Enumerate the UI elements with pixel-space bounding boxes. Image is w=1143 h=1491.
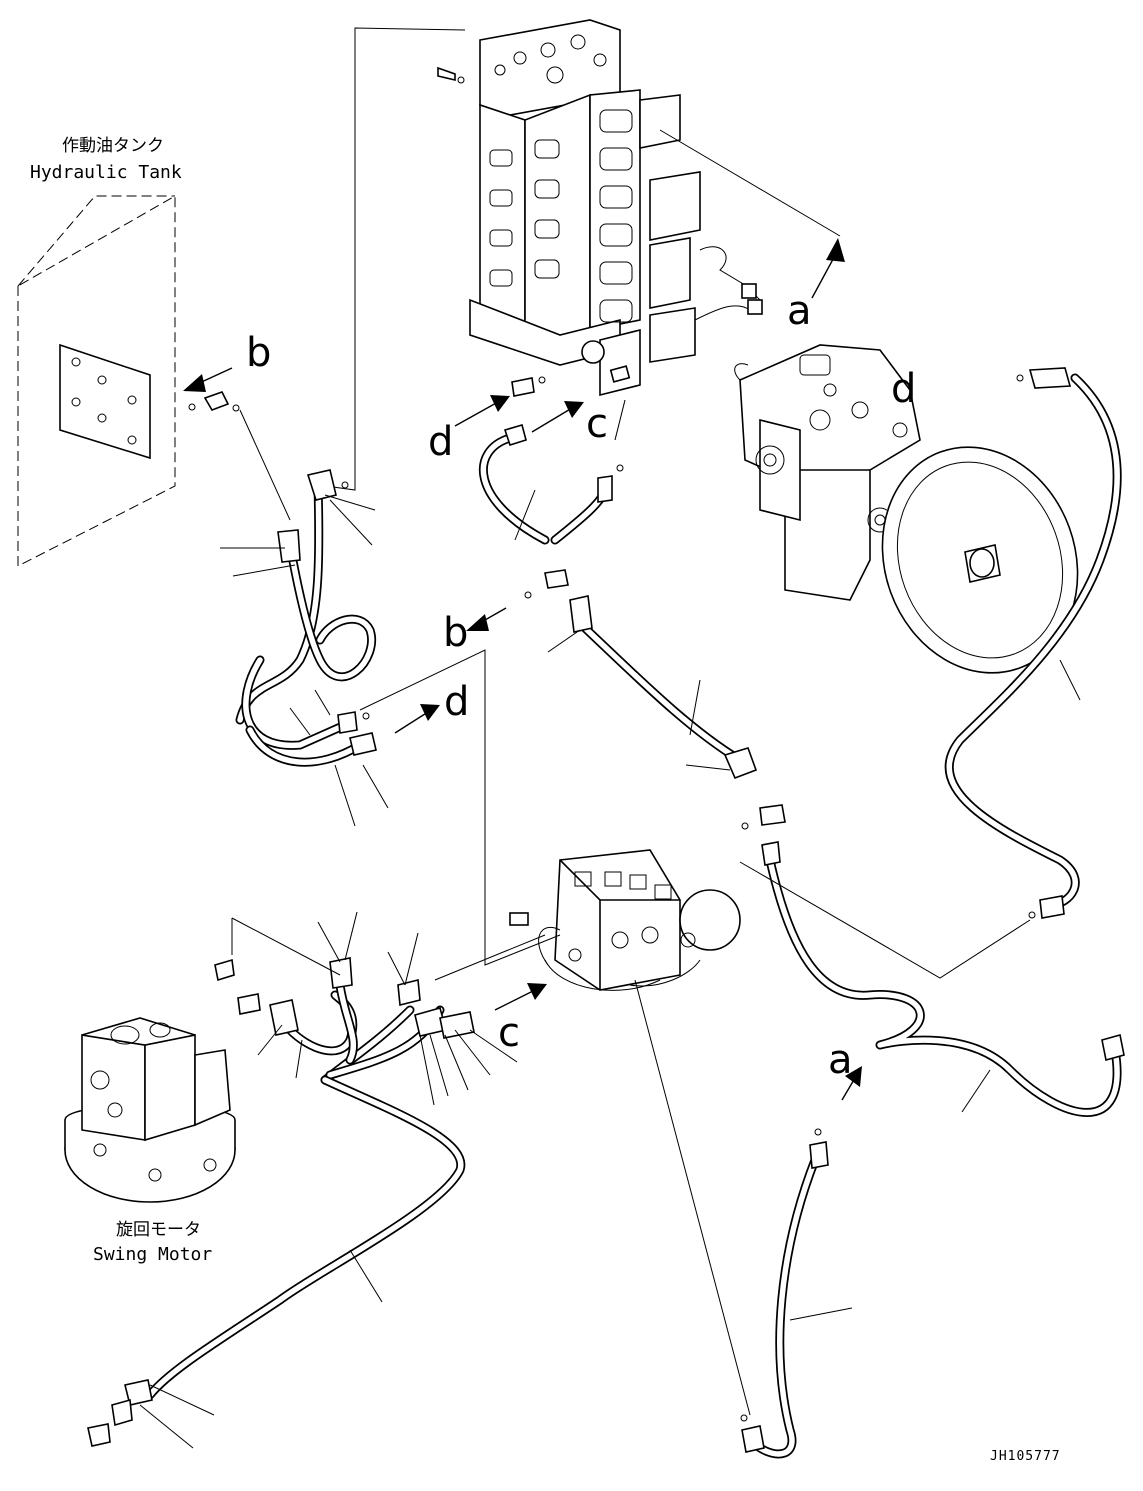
- connector-a-pump: a: [787, 288, 812, 334]
- fittings: [87, 367, 1125, 1453]
- connector-b-tank: b: [246, 330, 271, 376]
- callout-lines: [139, 399, 1081, 1449]
- valve-top-fitting: [437, 66, 456, 82]
- connector-d-pump: d: [891, 366, 916, 412]
- connector-c-valve: c: [586, 401, 608, 447]
- connector-d-valve: d: [428, 419, 453, 465]
- drawing-reference-code: JH105777: [990, 1449, 1061, 1464]
- direction-arrows: [183, 238, 862, 1101]
- main-control-valve: [469, 19, 763, 397]
- tank-label-en: Hydraulic Tank: [30, 162, 182, 183]
- connector-b-center: b: [443, 610, 468, 656]
- swing-valve-block: [509, 849, 741, 991]
- tank-label-jp: 作動油タンク: [62, 136, 164, 156]
- swing-motor: [64, 1017, 236, 1203]
- connector-d-center: d: [444, 679, 469, 725]
- valve-leader-a: [659, 129, 841, 237]
- motor-label-en: Swing Motor: [93, 1244, 212, 1265]
- valve-leader-left: [332, 27, 466, 491]
- motor-label-jp: 旋回モータ: [116, 1220, 201, 1240]
- connector-a-center: a: [828, 1037, 853, 1083]
- hydraulic-tank: [17, 195, 176, 567]
- connector-c-center: c: [498, 1010, 520, 1056]
- main-pump: [734, 344, 1079, 674]
